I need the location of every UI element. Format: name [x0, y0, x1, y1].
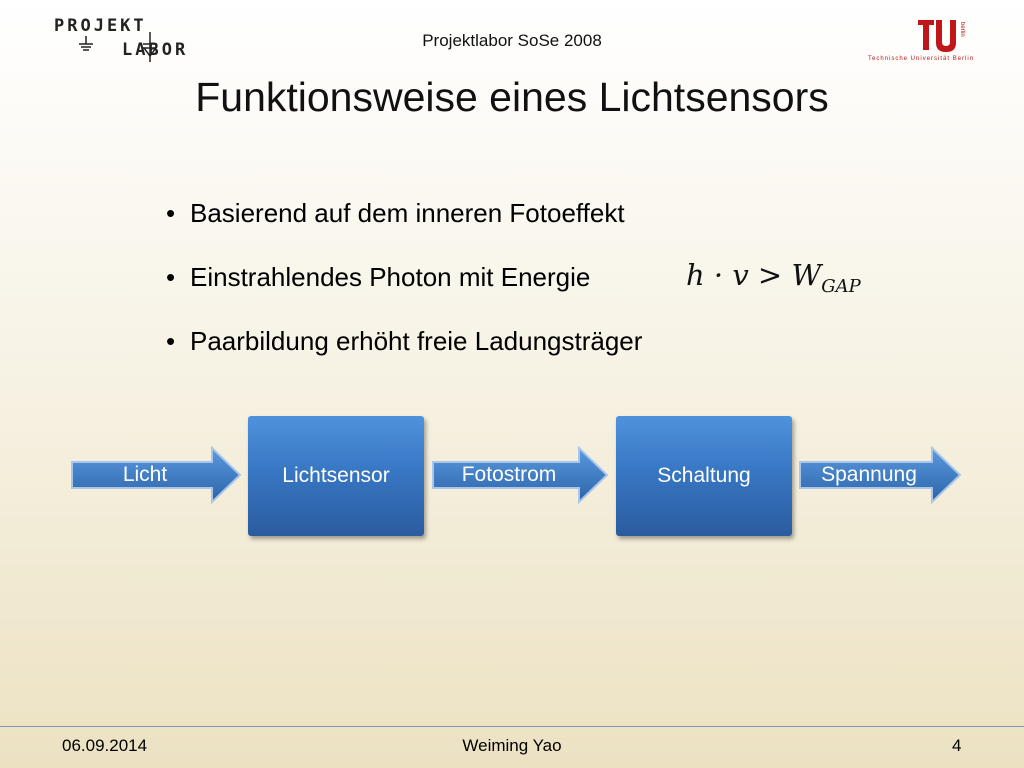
- box-schaltung: Schaltung: [616, 416, 792, 536]
- circuit-symbol-icon: [79, 32, 158, 62]
- slide-title: Funktionsweise eines Lichtsensors: [195, 74, 829, 120]
- bullet-marker: •: [166, 198, 176, 228]
- footer-date: 06.09.2014: [62, 736, 148, 755]
- bullet-item: • Paarbildung erhöht freie Ladungsträger: [166, 326, 642, 356]
- logo-text-projekt: PROJEKT: [54, 16, 147, 36]
- tu-logo-caption: Technische Universität Berlin: [868, 56, 975, 62]
- bullet-marker: •: [166, 262, 176, 292]
- bullet-text: Paarbildung erhöht freie Ladungsträger: [190, 326, 643, 356]
- formula-main: h · v > W: [686, 258, 822, 292]
- bullet-item: • Einstrahlendes Photon mit Energie: [166, 262, 642, 292]
- box-lichtsensor: Lichtsensor: [248, 416, 424, 536]
- arrow-label: Spannung: [821, 463, 917, 486]
- tu-logo-icon: berlin: [918, 20, 965, 52]
- page-number: 4: [952, 736, 962, 755]
- projektlabor-logo: PROJEKT LABOR: [52, 14, 222, 66]
- arrow-fotostrom: Fotostrom: [431, 446, 609, 504]
- footer-divider: [0, 726, 1024, 727]
- arrow-licht: Licht: [70, 446, 242, 504]
- tu-berlin-logo: berlin Technische Universität Berlin: [868, 16, 975, 66]
- bullet-text: Einstrahlendes Photon mit Energie: [190, 262, 591, 292]
- tu-logo-berlin-text: berlin: [959, 22, 965, 37]
- arrow-label: Licht: [122, 463, 168, 486]
- arrow-spannung: Spannung: [798, 446, 962, 504]
- bullet-text: Basierend auf dem inneren Fotoeffekt: [190, 198, 625, 228]
- logo-text-labor: LABOR: [122, 40, 189, 60]
- bullet-list: • Basierend auf dem inneren Fotoeffekt • E…: [166, 198, 642, 390]
- formula-subscript: GAP: [821, 276, 861, 297]
- bullet-marker: •: [166, 326, 176, 356]
- footer-author: Weiming Yao: [462, 736, 562, 755]
- energy-formula: h · v > WGAP: [686, 258, 861, 297]
- header-title: Projektlabor SoSe 2008: [422, 31, 602, 50]
- arrow-label: Fotostrom: [461, 463, 557, 486]
- bullet-item: • Basierend auf dem inneren Fotoeffekt: [166, 198, 642, 228]
